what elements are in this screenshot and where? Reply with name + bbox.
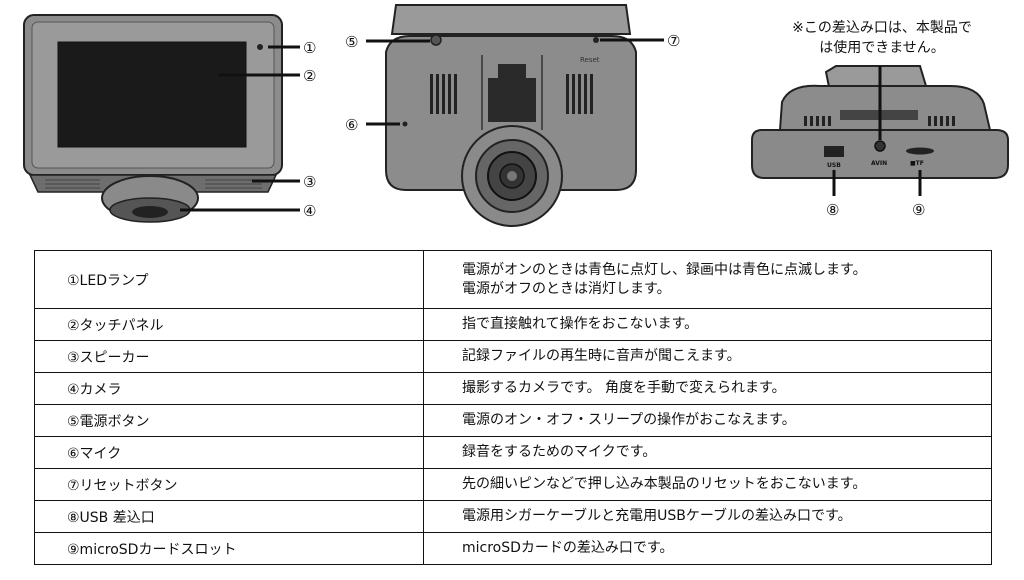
avin-port (874, 140, 886, 152)
part-name: ⑧USB 差込口 (34, 500, 424, 533)
led-lamp (257, 44, 263, 50)
callout-2: ② (303, 67, 316, 85)
avin-note: ※この差込み口は、本製品で は使用できません。 (752, 18, 1012, 58)
table-row: ③スピーカー 記録ファイルの再生時に音声が聞こえます。 (34, 340, 992, 373)
part-name: ⑤電源ボタン (34, 404, 424, 437)
table-row: ⑥マイク 録音をするためのマイクです。 (34, 436, 992, 469)
callout-3: ③ (303, 173, 316, 191)
description-line: 電源のオン・オフ・スリープの操作がおこなえます。 (462, 412, 796, 428)
reset-label: Reset (580, 56, 600, 64)
rear-view-figure: Reset ⑤ ⑥ ⑦ (330, 0, 700, 235)
part-description: 電源がオンのときは青色に点灯し、録画中は青色に点滅します。電源がオフのときは消灯… (423, 250, 992, 309)
table-row: ②タッチパネル 指で直接触れて操作をおこないます。 (34, 308, 992, 341)
part-name: ④カメラ (34, 372, 424, 405)
callout-6: ⑥ (345, 116, 358, 134)
callout-7: ⑦ (667, 32, 680, 50)
description-line: 撮影するカメラです。 角度を手動で変えられます。 (462, 380, 786, 396)
bottom-view-figure: USB AVIN ■TF ⑧ ⑨ (740, 0, 1024, 235)
callout-9: ⑨ (912, 201, 925, 219)
table-row: ①LEDランプ電源がオンのときは青色に点灯し、録画中は青色に点滅します。電源がオ… (34, 250, 992, 309)
part-description: 録音をするためのマイクです。 (423, 436, 992, 469)
avin-note-line-2: は使用できません。 (819, 40, 945, 56)
callout-4: ④ (303, 202, 316, 220)
description-line: 電源がオフのときは消灯します。 (462, 280, 671, 297)
part-name: ⑨microSDカードスロット (34, 532, 424, 565)
microsd-slot (906, 147, 934, 155)
table-row: ⑧USB 差込口 電源用シガーケーブルと充電用USBケーブルの差込み口です。 (34, 500, 992, 533)
power-button (430, 34, 442, 46)
table-row: ④カメラ 撮影するカメラです。 角度を手動で変えられます。 (34, 372, 992, 405)
mic-hole (402, 121, 408, 127)
part-description: 先の細いピンなどで押し込み本製品のリセットをおこないます。 (423, 468, 992, 501)
part-name: ③スピーカー (34, 340, 424, 373)
part-description: 記録ファイルの再生時に音声が聞こえます。 (423, 340, 992, 373)
tf-label: ■TF (910, 160, 924, 167)
description-line: 電源がオンのときは青色に点灯し、録画中は青色に点滅します。 (462, 261, 867, 278)
description-line: 先の細いピンなどで押し込み本製品のリセットをおこないます。 (462, 476, 867, 492)
callout-8: ⑧ (826, 201, 839, 219)
description-line: 指で直接触れて操作をおこないます。 (462, 316, 699, 332)
table-row: ⑤電源ボタン 電源のオン・オフ・スリープの操作がおこなえます。 (34, 404, 992, 437)
usb-label: USB (827, 162, 841, 169)
callout-1: ① (303, 39, 316, 57)
part-name: ⑦リセットボタン (34, 468, 424, 501)
bottom-face (751, 129, 1009, 179)
table-row: ⑦リセットボタン 先の細いピンなどで押し込み本製品のリセットをおこないます。 (34, 468, 992, 501)
part-description: 電源用シガーケーブルと充電用USBケーブルの差込み口です。 (423, 500, 992, 533)
description-line: 録音をするためのマイクです。 (462, 444, 657, 460)
part-description: 電源のオン・オフ・スリープの操作がおこなえます。 (423, 404, 992, 437)
callout-5: ⑤ (345, 33, 358, 51)
parts-table: ①LEDランプ電源がオンのときは青色に点灯し、録画中は青色に点滅します。電源がオ… (34, 250, 992, 565)
description-line: microSDカードの差込み口です。 (462, 540, 674, 556)
avin-label: AVIN (871, 160, 887, 167)
part-name: ②タッチパネル (34, 308, 424, 341)
mount-top (390, 4, 632, 35)
description-line: 記録ファイルの再生時に音声が聞こえます。 (462, 348, 741, 364)
mount-connector (488, 64, 536, 122)
reset-hole (593, 37, 599, 43)
avin-note-line-1: ※この差込み口は、本製品で (792, 20, 972, 36)
part-description: 指で直接触れて操作をおこないます。 (423, 308, 992, 341)
usb-port (824, 146, 844, 157)
touch-panel (57, 41, 247, 148)
part-name: ①LEDランプ (34, 250, 424, 309)
part-name: ⑥マイク (34, 436, 424, 469)
front-view-figure: ① ② ③ ④ (0, 0, 330, 235)
part-description: 撮影するカメラです。 角度を手動で変えられます。 (423, 372, 992, 405)
part-description: microSDカードの差込み口です。 (423, 532, 992, 565)
table-row: ⑨microSDカードスロット microSDカードの差込み口です。 (34, 532, 992, 565)
description-line: 電源用シガーケーブルと充電用USBケーブルの差込み口です。 (462, 508, 852, 524)
